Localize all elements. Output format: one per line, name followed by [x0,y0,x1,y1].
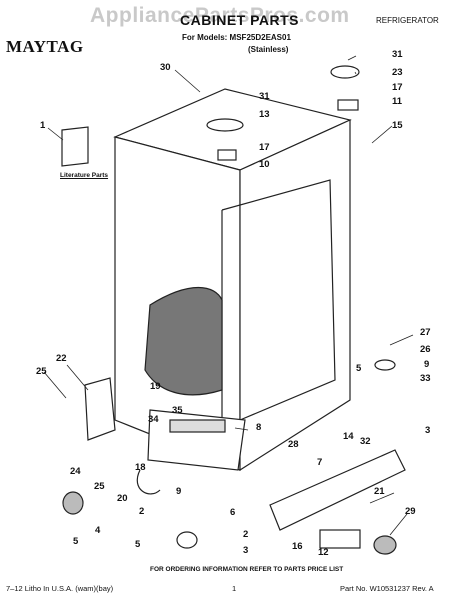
hinge-bracket [217,149,237,161]
callout-7: 7 [317,457,323,468]
base-grille [269,449,406,531]
callout-32: 32 [360,436,371,447]
page-title: CABINET PARTS [180,12,300,28]
callout-31: 31 [392,49,403,60]
callout-12: 12 [318,547,329,558]
callout-17: 17 [392,82,403,93]
callout-11: 11 [392,96,403,107]
callout-3: 3 [425,425,431,436]
callout-31b: 31 [259,91,270,102]
hinge-cover-right [330,65,360,79]
callout-22: 22 [56,353,67,364]
callout-25: 25 [36,366,47,377]
lower-hinge-assembly [147,409,246,471]
callout-2b: 2 [243,529,249,540]
door-hinge-bottom [176,531,198,549]
callout-2: 2 [139,506,145,517]
callout-6: 6 [230,507,236,518]
callout-20: 20 [117,493,128,504]
callout-34: 34 [148,414,159,425]
appliance-type: REFRIGERATOR [376,16,439,25]
hinge-right [337,99,359,111]
callout-3b: 3 [243,545,249,556]
order-note: FOR ORDERING INFORMATION REFER TO PARTS … [150,566,344,573]
callout-29: 29 [405,506,416,517]
top-hinge-cover [206,118,244,132]
callout-1: 1 [40,120,46,131]
callout-35: 35 [172,405,183,416]
brand-logo: MAYTAG [6,37,84,56]
callout-24: 24 [70,466,81,477]
callout-21: 21 [374,486,385,497]
water-line [136,469,161,495]
callout-4: 4 [95,525,101,536]
models-line: For Models: MSF25D2EAS01 [182,33,291,42]
callout-13: 13 [259,109,270,120]
cutaway-view [144,286,223,396]
leveling-wheel [62,491,84,515]
callout-19: 19 [150,381,161,392]
variant-label: (Stainless) [248,45,289,54]
roller-assembly [373,535,397,555]
watermark: AppliancePartsPros.com [90,4,350,27]
literature-booklet [61,126,89,167]
cabinet-right-side [239,119,351,472]
callout-8: 8 [256,422,262,433]
callout-33: 33 [420,373,431,384]
callout-30: 30 [160,62,171,73]
callout-5: 5 [356,363,362,374]
callout-28: 28 [288,439,299,450]
callout-5c: 5 [73,536,79,547]
callout-15: 15 [392,120,403,131]
footer-page-number: 1 [232,584,237,593]
footer-part-number: Part No. W10531237 Rev. A [340,584,434,593]
callout-14: 14 [343,431,354,442]
callout-27: 27 [420,327,431,338]
callout-16: 16 [292,541,303,552]
callout-25b: 25 [94,481,105,492]
grille-panel [84,377,116,441]
footer-litho: 7–12 Litho In U.S.A. (wam)(bay) [6,584,114,593]
literature-label: Literature Parts [60,172,109,179]
callout-18: 18 [135,462,146,473]
callout-17b: 17 [259,142,270,153]
callout-9: 9 [424,359,430,370]
callout-26: 26 [420,344,431,355]
callout-9b: 9 [176,486,182,497]
callout-23: 23 [392,67,403,78]
callout-10: 10 [259,159,270,170]
callout-5b: 5 [135,539,141,550]
